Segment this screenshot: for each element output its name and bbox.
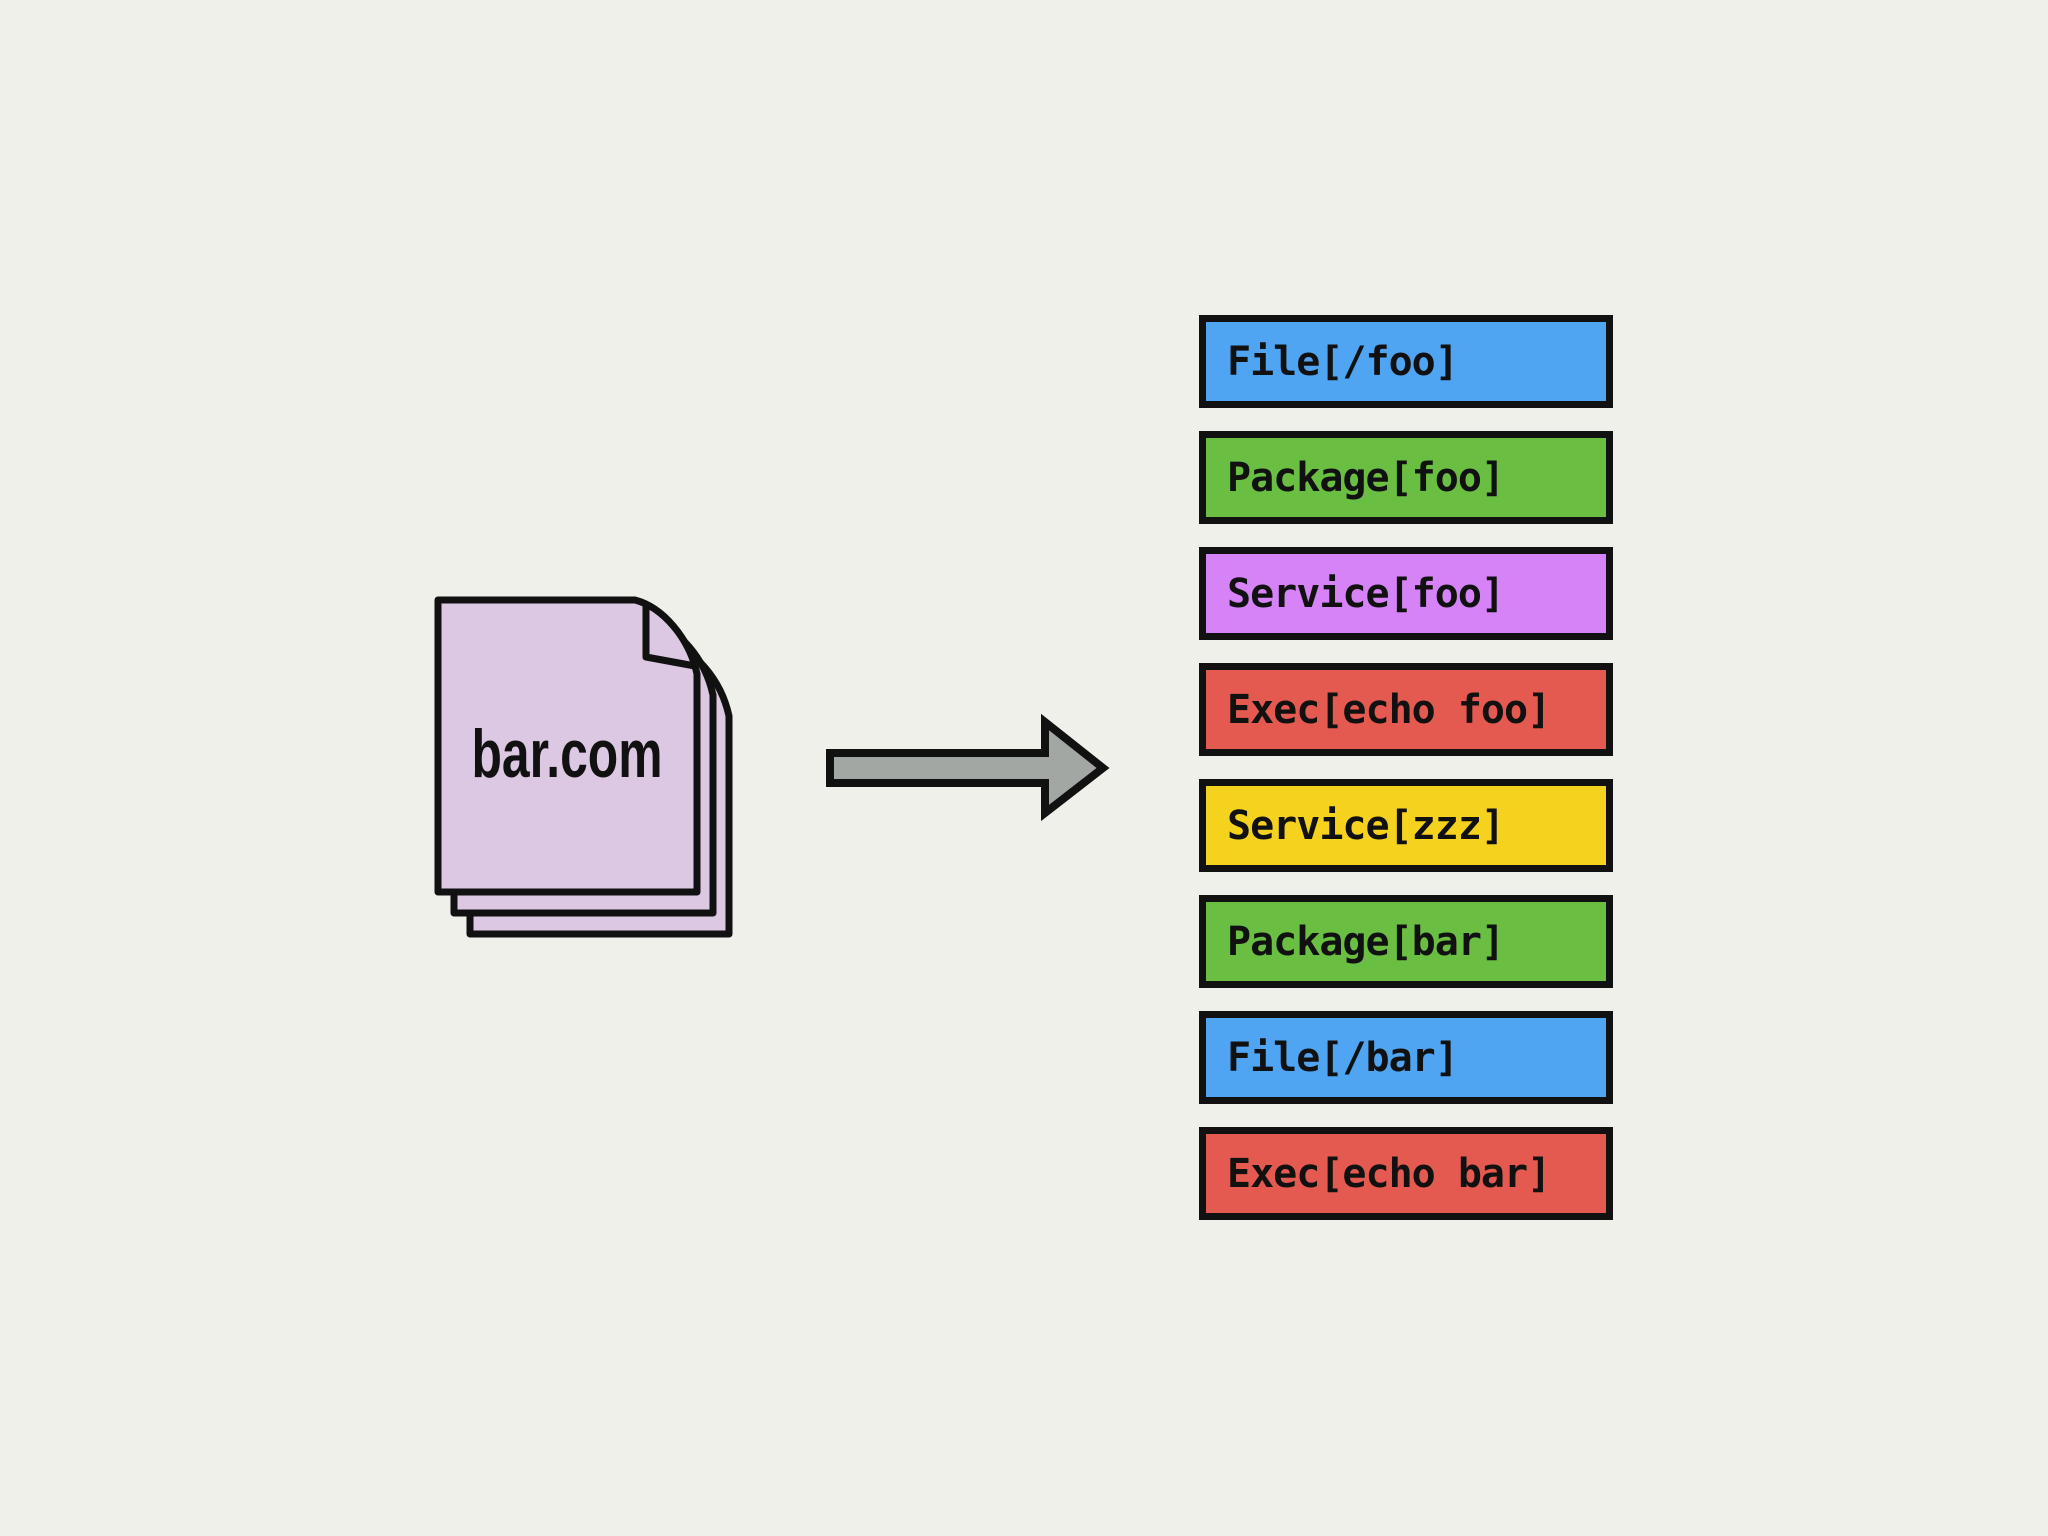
document-stack-icon: bar.com [434, 596, 733, 938]
arrow-right-icon [826, 713, 1110, 822]
resource-label: Package[foo] [1227, 454, 1505, 501]
resource-box-service-foo: Service[foo] [1199, 547, 1613, 640]
resource-box-package-bar: Package[bar] [1199, 895, 1613, 988]
resource-label: Service[zzz] [1227, 802, 1505, 849]
resource-box-package-foo: Package[foo] [1199, 431, 1613, 524]
resource-box-exec-echo-foo: Exec[echo foo] [1199, 663, 1613, 756]
resource-label: Exec[echo bar] [1227, 1150, 1551, 1197]
document-label: bar.com [472, 716, 663, 792]
resource-label: File[/foo] [1227, 338, 1459, 385]
resource-label: Service[foo] [1227, 570, 1505, 617]
resource-box-exec-echo-bar: Exec[echo bar] [1199, 1127, 1613, 1220]
resource-box-file-foo: File[/foo] [1199, 315, 1613, 408]
resource-list: File[/foo] Package[foo] Service[foo] Exe… [1199, 315, 1613, 1220]
resource-label: Package[bar] [1227, 918, 1505, 965]
document-fold-icon [642, 602, 696, 670]
resource-label: File[/bar] [1227, 1034, 1459, 1081]
resource-label: Exec[echo foo] [1227, 686, 1551, 733]
resource-box-file-bar: File[/bar] [1199, 1011, 1613, 1104]
document-page-front [434, 596, 701, 896]
resource-box-service-zzz: Service[zzz] [1199, 779, 1613, 872]
